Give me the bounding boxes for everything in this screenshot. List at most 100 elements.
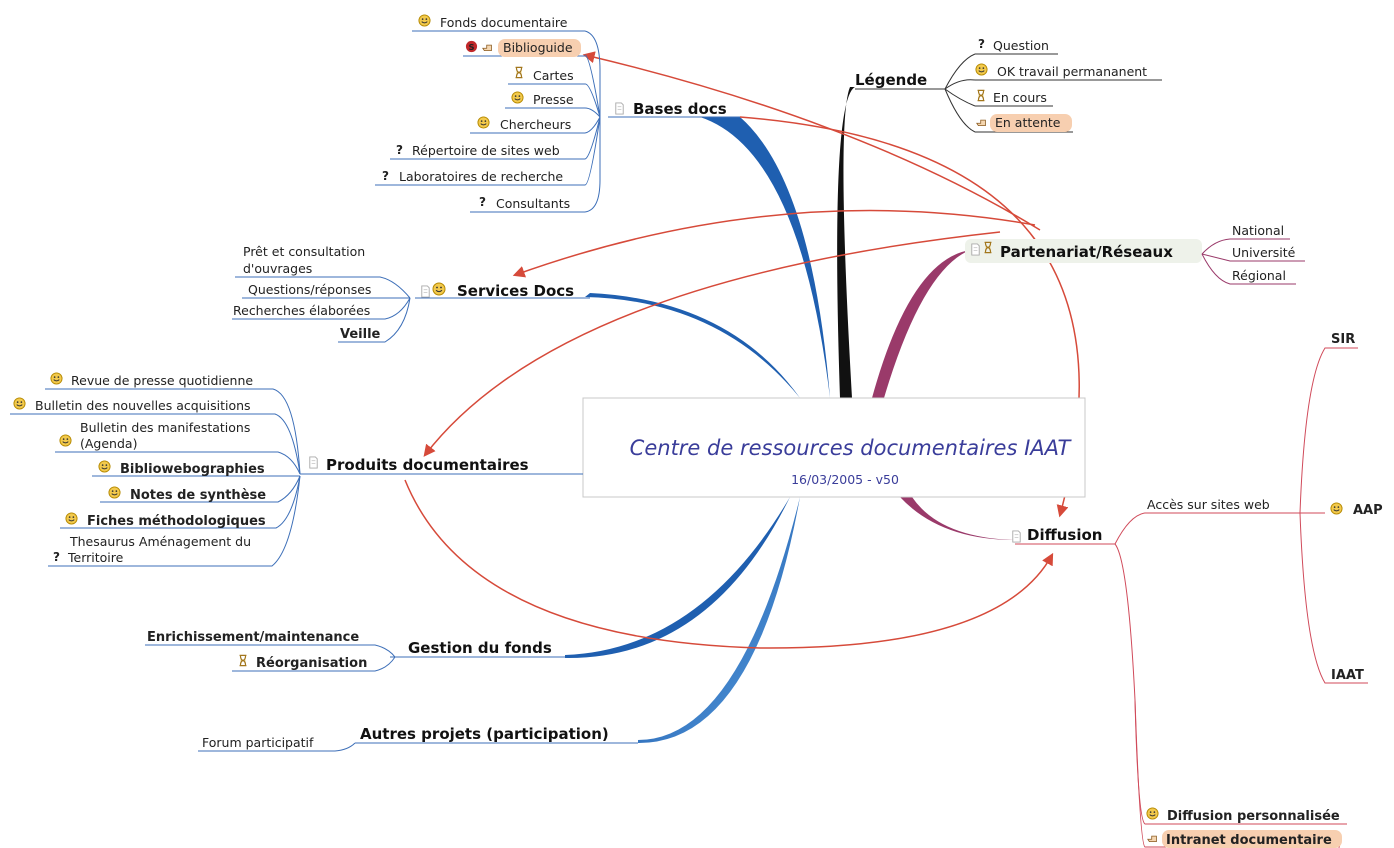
node-legende[interactable]: Légende <box>855 71 927 89</box>
list-item[interactable]: National <box>1232 223 1284 238</box>
leaf-label: d'ouvrages <box>243 261 312 276</box>
list-item[interactable]: En cours <box>976 89 1047 105</box>
smiley-icon <box>975 63 988 76</box>
list-item[interactable]: Réorganisation <box>238 654 368 671</box>
question-icon <box>978 37 985 50</box>
list-item[interactable]: Forum participatif <box>202 735 314 750</box>
list-item[interactable]: Presse <box>511 91 574 107</box>
branch-line-legende <box>837 87 855 398</box>
list-item[interactable]: Diffusion personnalisée <box>1146 807 1340 824</box>
node-autres[interactable]: Autres projets (participation) <box>360 725 609 743</box>
question-icon <box>479 195 486 208</box>
gestion-connectors <box>145 644 565 672</box>
leaf-label: Laboratoires de recherche <box>399 169 563 184</box>
smiley-icon <box>108 486 121 499</box>
node-bases-docs[interactable]: Bases docs <box>615 100 727 118</box>
leaf-label: (Agenda) <box>80 436 137 451</box>
leaf-label: Veille <box>340 327 381 342</box>
list-item[interactable]: Chercheurs <box>477 116 571 132</box>
list-item[interactable]: Laboratoires de recherche <box>382 169 563 184</box>
list-item[interactable]: Questions/réponses <box>248 282 371 297</box>
node-services-docs[interactable]: Services Docs <box>421 282 574 300</box>
node-gestion[interactable]: Gestion du fonds <box>408 639 552 657</box>
list-item[interactable]: Question <box>978 37 1049 53</box>
list-item[interactable]: Régional <box>1232 268 1286 283</box>
leaf-label: Bibliowebographies <box>120 462 265 477</box>
leaf-label: Université <box>1232 245 1296 260</box>
list-item[interactable]: Bibliowebographies <box>98 460 265 477</box>
branch-line-diffusion <box>900 497 1015 540</box>
leaf-label: Cartes <box>533 68 574 83</box>
list-item[interactable]: Recherches élaborées <box>233 303 370 318</box>
leaf-label: En attente <box>995 115 1061 130</box>
list-item[interactable]: Prêt et consultation d'ouvrages <box>243 244 365 276</box>
leaf-label: Chercheurs <box>500 117 571 132</box>
leaf-label: National <box>1232 223 1284 238</box>
note-icon <box>971 243 980 256</box>
list-item[interactable]: Enrichissement/maintenance <box>147 630 359 645</box>
diffusion-title: Diffusion <box>1027 526 1102 544</box>
list-item[interactable]: Cartes <box>514 66 574 83</box>
list-item[interactable]: Consultants <box>479 195 570 211</box>
list-item[interactable]: SIR <box>1331 332 1355 347</box>
stop-icon <box>465 40 478 53</box>
note-icon <box>1012 530 1021 543</box>
leaf-label: Notes de synthèse <box>130 488 266 503</box>
leaf-label: Thesaurus Aménagement du <box>69 534 251 549</box>
list-item[interactable]: Accès sur sites web <box>1147 497 1270 512</box>
list-item[interactable]: Revue de presse quotidienne <box>50 372 253 388</box>
node-partenariat[interactable]: Partenariat/Réseaux <box>965 239 1202 263</box>
leaf-label: Intranet documentaire <box>1166 833 1332 848</box>
services-title: Services Docs <box>457 282 574 300</box>
list-item[interactable]: OK travail permananent <box>975 63 1147 79</box>
smiley-icon <box>59 434 72 447</box>
smiley-icon <box>98 460 111 473</box>
list-item[interactable]: AAP <box>1330 502 1383 518</box>
note-icon <box>421 285 430 298</box>
smiley-icon <box>477 116 490 129</box>
bases-title: Bases docs <box>633 100 727 118</box>
list-item[interactable]: Fiches méthodologiques <box>65 512 266 529</box>
node-diffusion[interactable]: Diffusion <box>1012 526 1103 544</box>
main-branches <box>565 87 1015 744</box>
hourglass-icon <box>238 654 248 667</box>
center-subtitle: 16/03/2005 - v50 <box>791 472 899 487</box>
node-produits[interactable]: Produits documentaires <box>309 456 529 474</box>
center-node[interactable]: Centre de ressources documentaires IAAT … <box>582 397 1086 498</box>
leaf-label: Territoire <box>67 550 124 565</box>
leaf-label: Presse <box>533 92 574 107</box>
hourglass-icon <box>514 66 524 79</box>
branch-line-partenariat <box>872 250 970 398</box>
produits-title: Produits documentaires <box>326 456 529 474</box>
list-item[interactable]: Bulletin des manifestations (Agenda) <box>59 420 250 451</box>
leaf-label: Forum participatif <box>202 735 314 750</box>
list-item[interactable]: Intranet documentaire <box>1147 830 1342 848</box>
question-icon <box>53 550 60 563</box>
list-item[interactable]: IAAT <box>1331 668 1364 683</box>
center-title: Centre de ressources documentaires IAAT <box>630 436 1073 460</box>
leaf-label: Biblioguide <box>503 40 573 55</box>
list-item[interactable]: Veille <box>340 327 381 342</box>
link-partenariat-produits <box>423 231 1001 457</box>
autres-leaves: Forum participatif <box>202 735 314 750</box>
list-item[interactable]: Répertoire de sites web <box>396 143 560 158</box>
list-item[interactable]: Notes de synthèse <box>108 486 266 503</box>
list-item[interactable]: Fonds documentaire <box>418 14 568 30</box>
list-item[interactable]: Thesaurus Aménagement du Territoire <box>53 534 251 565</box>
hourglass-icon <box>976 89 986 102</box>
leaf-label: Fonds documentaire <box>440 15 568 30</box>
cross-links <box>404 51 1080 649</box>
leaf-label: Questions/réponses <box>248 282 371 297</box>
list-item[interactable]: Bulletin des nouvelles acquisitions <box>13 397 251 413</box>
services-leaves: Prêt et consultation d'ouvrages Question… <box>233 244 381 342</box>
list-item[interactable]: Biblioguide <box>465 39 581 57</box>
hand-icon <box>1147 835 1157 843</box>
branch-line-gestion <box>565 497 790 659</box>
link-partenariat-biblioguide <box>582 51 1041 231</box>
list-item[interactable]: Université <box>1232 245 1296 260</box>
diffusion-connectors <box>1015 347 1368 848</box>
list-item[interactable]: En attente <box>976 114 1072 132</box>
smiley-icon <box>1146 807 1159 820</box>
diffusion-leaves: Accès sur sites web SIR AAP IAAT Diffusi… <box>1146 332 1383 848</box>
leaf-label: Prêt et consultation <box>243 244 365 259</box>
